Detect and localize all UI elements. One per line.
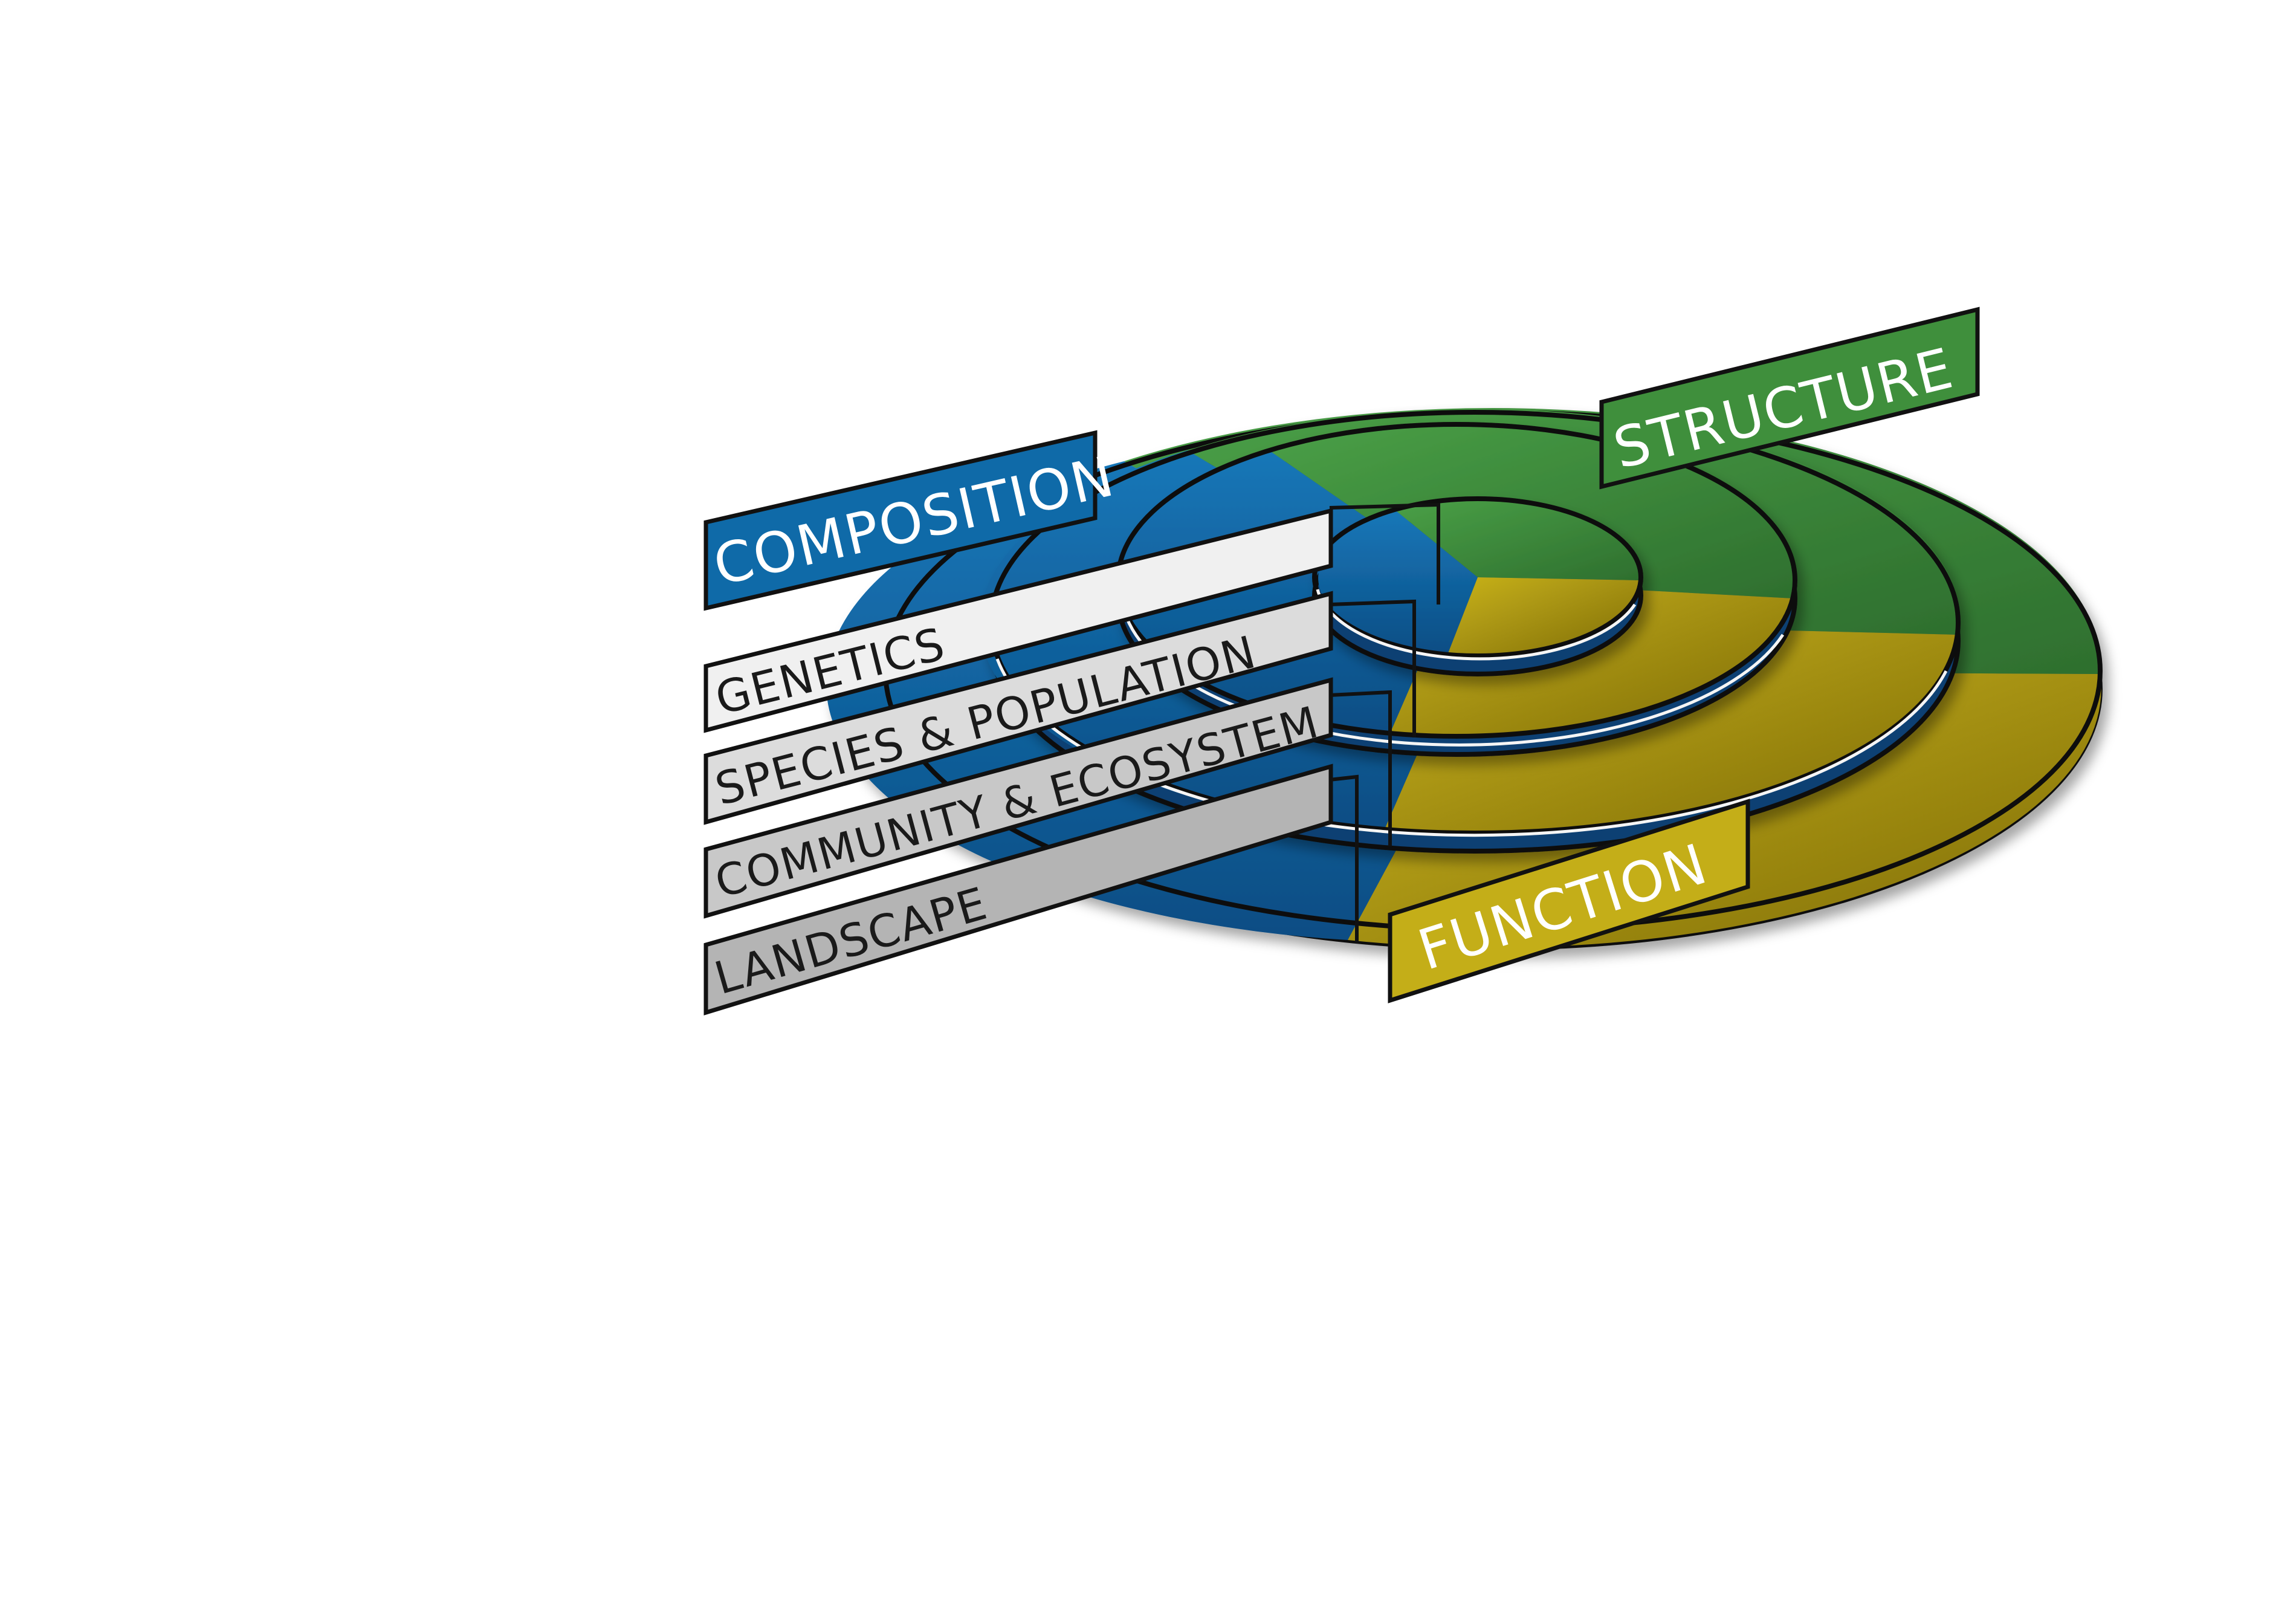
ring-genetics [1312,496,1643,676]
ring-genetics-structure [1396,500,1641,580]
leader-lines [1329,502,1440,943]
ring-genetics-function [1447,577,1641,656]
